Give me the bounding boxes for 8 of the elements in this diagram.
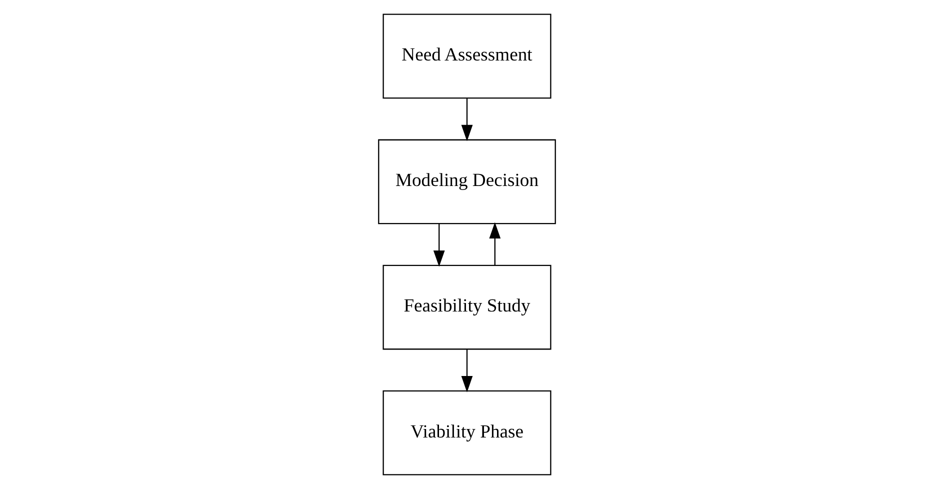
arrow [461, 348, 473, 392]
node-box: Modeling Decision [378, 138, 556, 224]
node-box: Viability Phase [382, 390, 552, 475]
node-box: Need Assessment [382, 13, 552, 98]
arrow [433, 223, 445, 266]
arrow [489, 222, 501, 265]
node-box: Feasibility Study [382, 264, 552, 350]
arrow [461, 98, 473, 141]
